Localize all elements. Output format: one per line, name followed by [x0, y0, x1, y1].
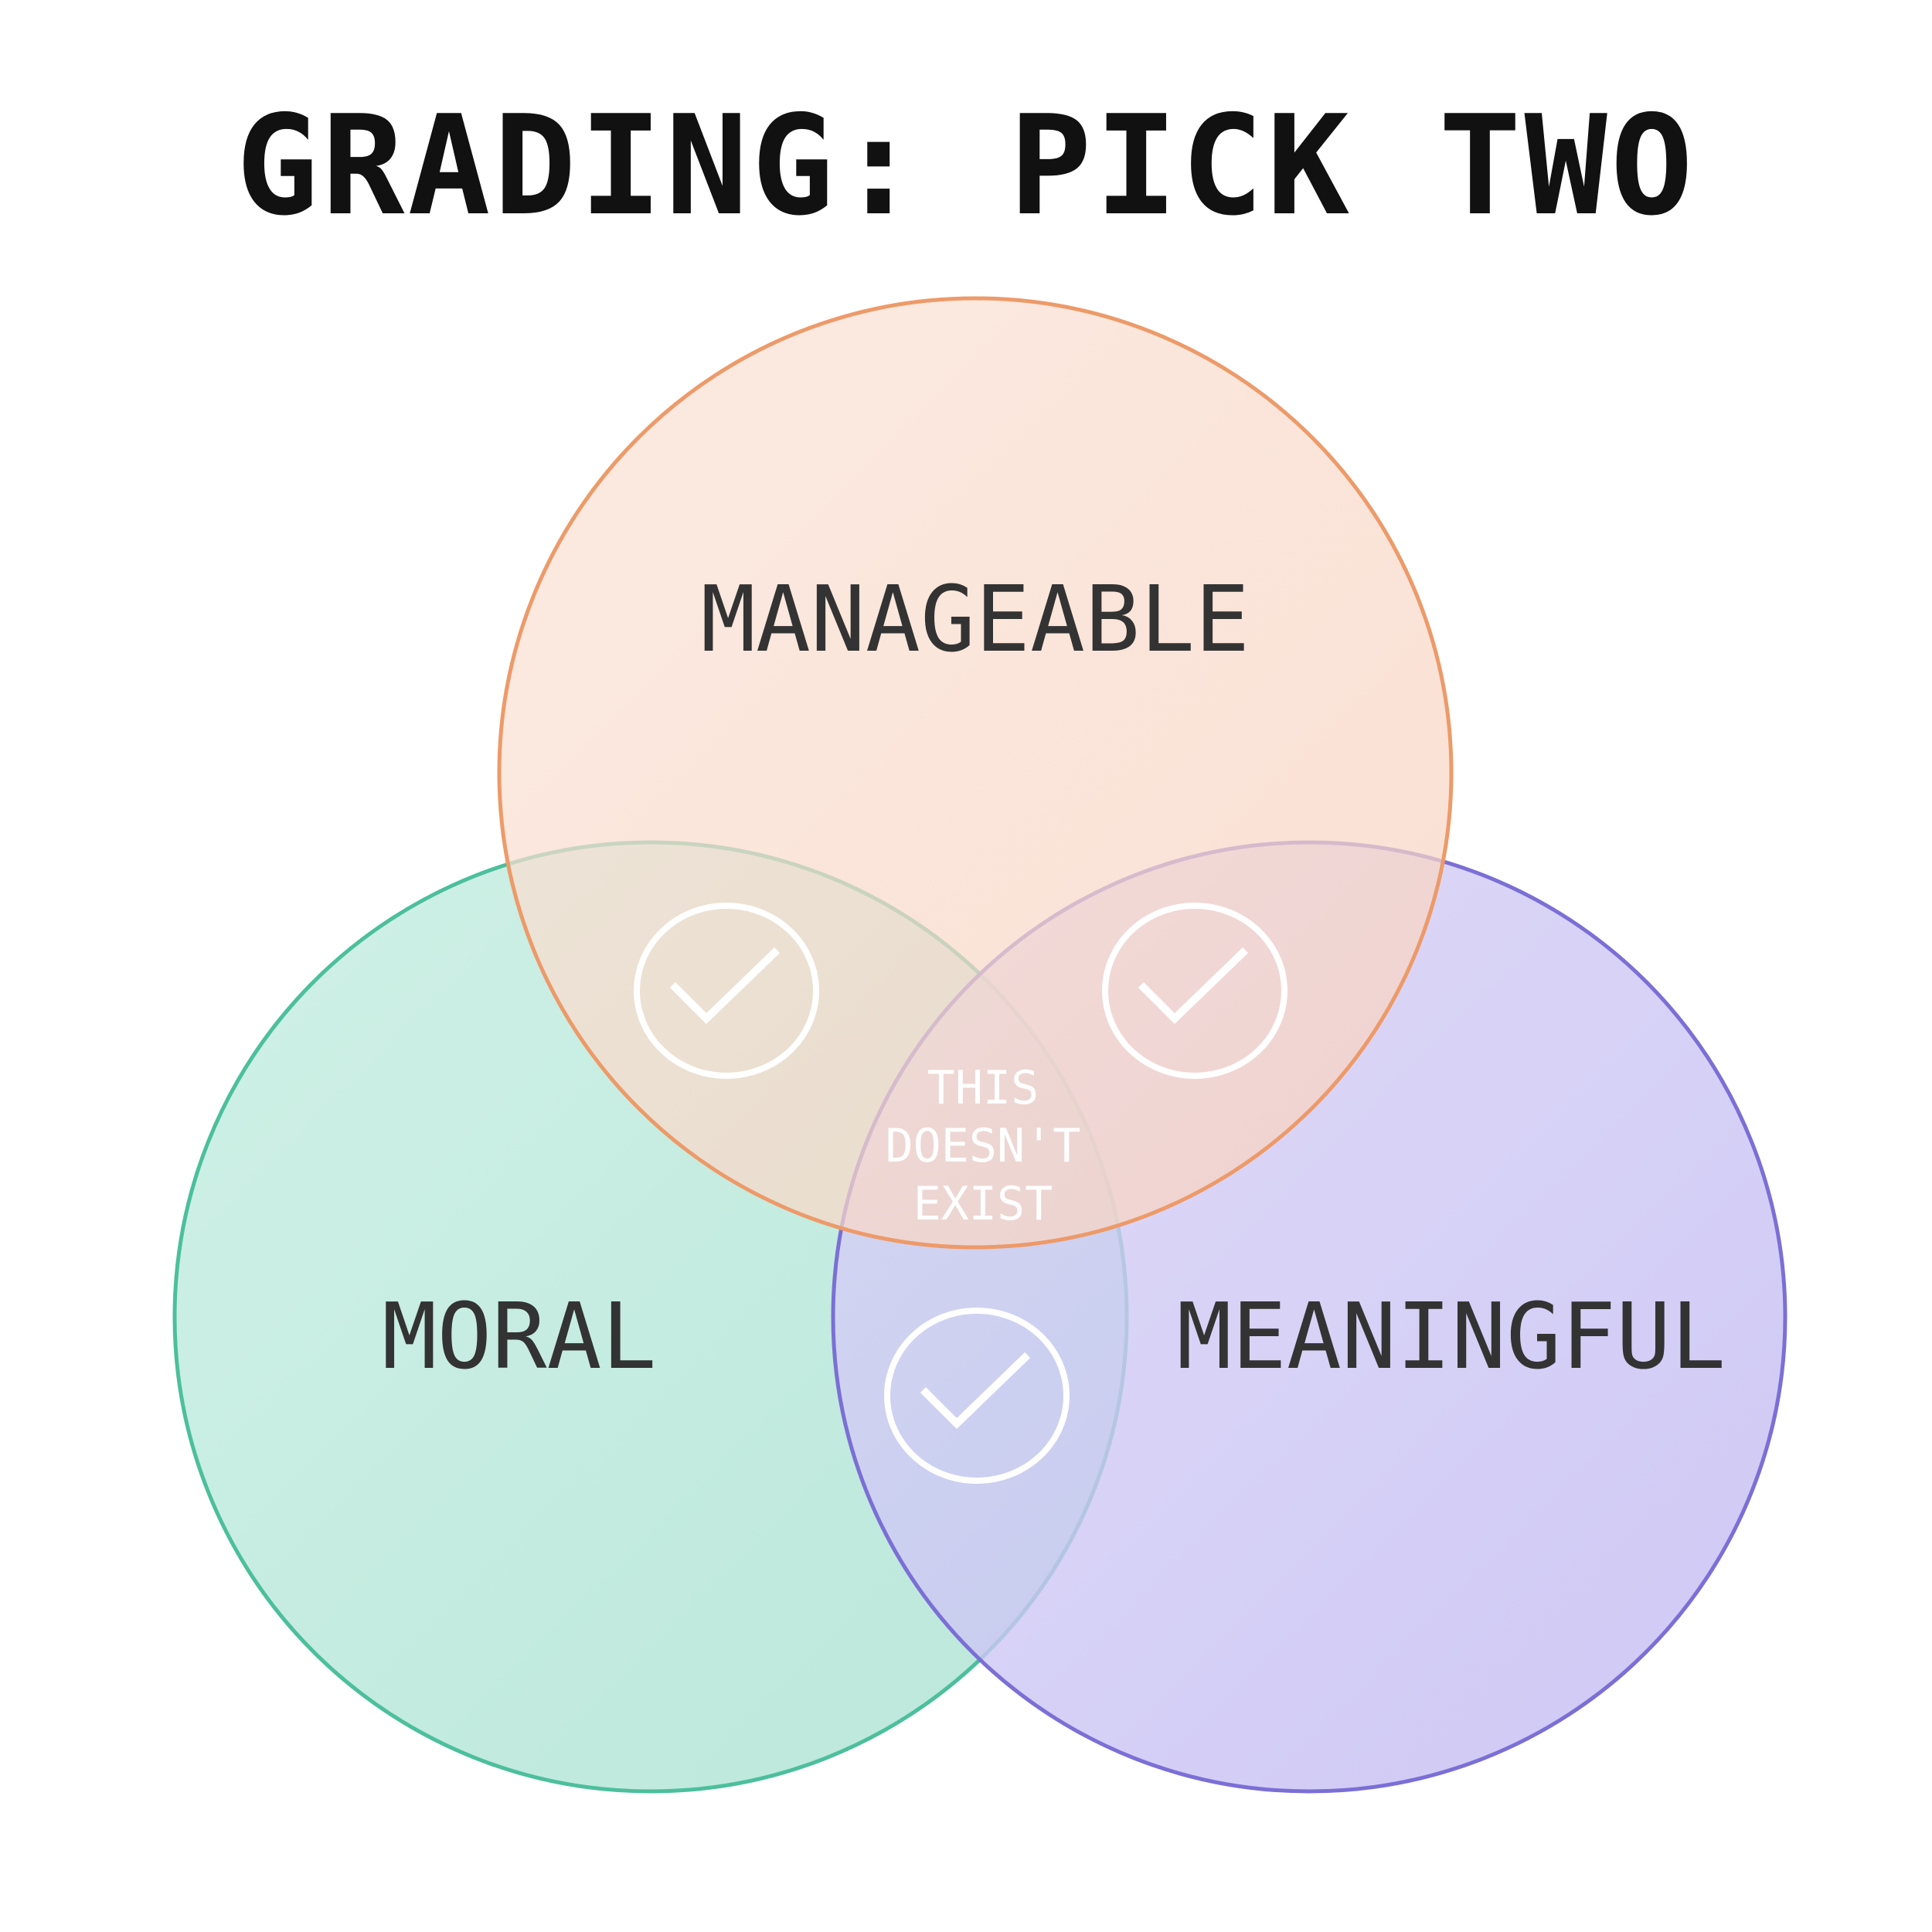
check-moral-meaningful [884, 1308, 1070, 1484]
label-manageable: MANAGEABLE [701, 566, 1250, 672]
check-circle-icon [1102, 903, 1287, 1079]
check-icon [669, 947, 781, 1025]
label-meaningful: MEANINGFUL [1177, 1283, 1726, 1389]
check-manageable-moral [634, 903, 819, 1079]
page-title: GRADING: PICK TWO [236, 86, 1696, 246]
circle-manageable [497, 296, 1454, 1250]
center-line-1: THIS [927, 1061, 1039, 1115]
check-icon [920, 1352, 1031, 1430]
check-icon [1138, 947, 1249, 1025]
set-circles [172, 296, 1787, 1794]
center-line-2: DOESN'T [886, 1119, 1081, 1173]
check-manageable-meaningful [1102, 903, 1287, 1079]
center-note: THIS DOESN'T EXIST [886, 1061, 1081, 1231]
check-circle-icon [634, 903, 819, 1079]
check-circle-icon [884, 1308, 1070, 1484]
center-line-3: EXIST [913, 1177, 1053, 1231]
label-moral: MORAL [382, 1283, 656, 1389]
